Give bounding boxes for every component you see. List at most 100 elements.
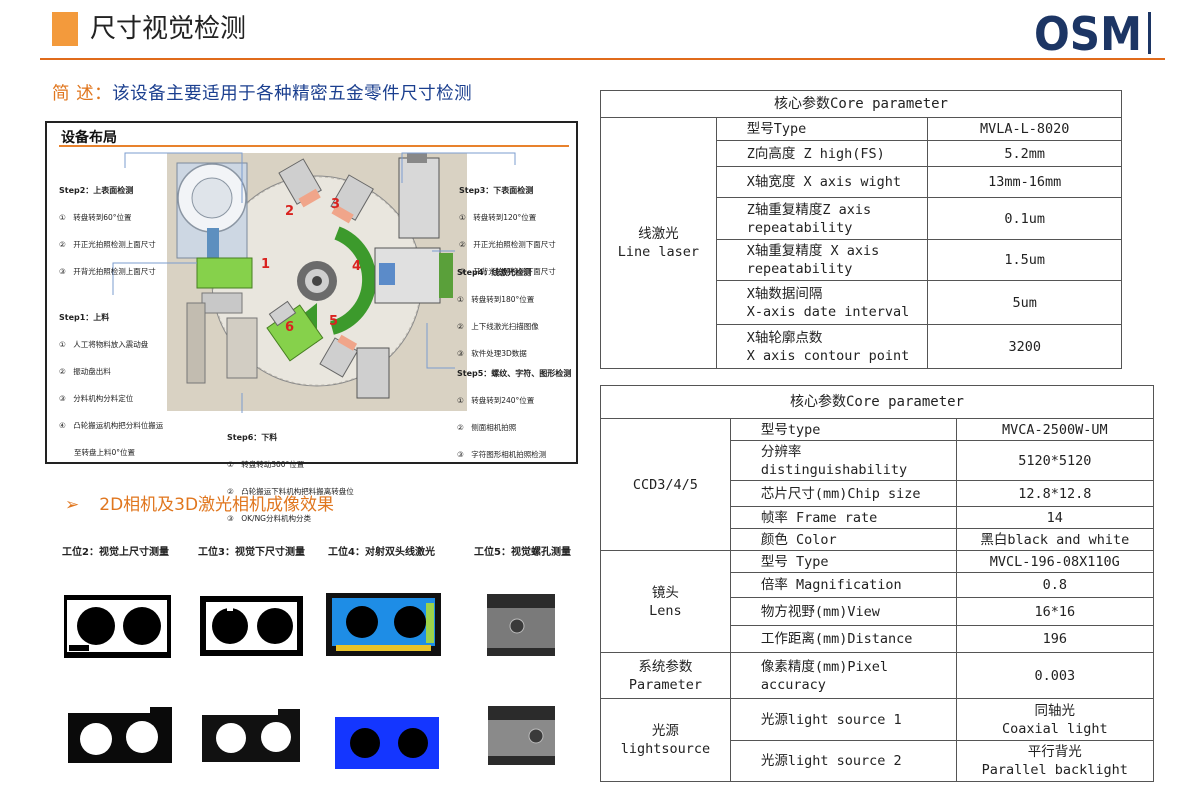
param-value-line: 5.2mm (1004, 145, 1046, 162)
machine-layout-drawing: 1 2 3 4 5 6 (167, 153, 467, 411)
param-name: Z轴重复精度Z axis repeatability (715, 197, 929, 240)
step5-text: Step5：螺纹、字符、图形检测 ① 转盘转到240°位置 ② 侧面相机拍照 ③… (457, 351, 571, 477)
param-value-line: 1.5um (1004, 252, 1046, 268)
step1-text: Step1：上料 ① 人工将物料放入震动盘 ② 振动盘出料 ③ 分料机构分料定位… (59, 295, 163, 475)
table-row: 线激光 Line laser 型号Type MVLA-L-8020 (600, 117, 1122, 369)
station5-bottom-image (488, 706, 555, 765)
param-value-line: MVCL-196-08X110G (989, 553, 1120, 570)
param-value: 1.5um (927, 239, 1122, 281)
param-name-line: 像素精度(mm)Pixel (760, 658, 888, 675)
param-name-line: X轴数据间隔 (746, 285, 823, 302)
param-name: Z向高度 Z high(FS) (715, 140, 929, 167)
param-value: MVLA-L-8020 (927, 117, 1122, 141)
table-row: 镜头 Lens 型号 Type MVCL-196-08X110G (600, 550, 1155, 653)
param-value-line: 黑白black and white (980, 531, 1130, 548)
param-value-line: 0.8 (1042, 577, 1067, 593)
param-name-line: 倍率 Magnification (760, 577, 902, 593)
step3-title: Step3：下表面检测 (459, 186, 534, 195)
step5-title: Step5：螺纹、字符、图形检测 (457, 369, 572, 378)
step4-line: ① 转盘转到180°位置 (457, 295, 535, 304)
station4-label: 工位4：对射双头线激光 (328, 547, 435, 558)
group-label-line: 线激光 (638, 226, 679, 242)
step1-line: ④ 凸轮搬运机构把分料位搬运 (59, 421, 164, 430)
param-value: 3200 (927, 324, 1122, 369)
station2-top-image (64, 595, 171, 658)
param-value-line: 5um (1012, 294, 1037, 311)
station-number-6: 6 (285, 320, 294, 335)
param-name-line: 型号Type (746, 121, 807, 137)
param-value: 12.8*12.8 (955, 480, 1155, 507)
station-number-3: 3 (331, 197, 340, 212)
bullet-arrow-icon: ➢ (65, 495, 80, 515)
step4-text: Step4：线激光检测 ① 转盘转到180°位置 ② 上下线激光扫描图像 ③ 软… (457, 250, 539, 376)
step3-line: ② 开正光拍照检测下面尺寸 (459, 240, 556, 249)
param-name-line: X axis contour point (746, 347, 910, 364)
param-name: 芯片尺寸(mm)Chip size (729, 480, 957, 507)
param-value-line: 16*16 (1034, 603, 1076, 620)
step5-line: ③ 字符图形相机拍照检测 (457, 450, 547, 459)
param-name-line: 帧率 Frame rate (760, 509, 878, 526)
param-name: 型号Type (715, 117, 929, 141)
param-value: 黑白black and white (955, 528, 1155, 551)
param-name-line: X-axis date interval (746, 303, 910, 320)
step5-line: ① 转盘转到240°位置 (457, 396, 535, 405)
step1-line: ① 人工将物料放入震动盘 (59, 340, 149, 349)
table-header-row: 核心参数Core parameter (600, 90, 1122, 118)
step1-title: Step1：上料 (59, 313, 110, 322)
table-row: X轴宽度 X axis wight 13mm-16mm (601, 166, 1122, 198)
param-value-line: 平行背光 (1027, 744, 1082, 760)
group-label-line: 光源 (651, 723, 679, 739)
group-label-line: 系统参数 (638, 658, 693, 675)
param-name-line: 芯片尺寸(mm)Chip size (760, 485, 921, 502)
station-number-2: 2 (285, 204, 294, 219)
param-name: 型号 Type (729, 550, 957, 573)
param-name-line: 型号 Type (760, 553, 829, 570)
step2-line: ① 转盘转到60°位置 (59, 213, 132, 222)
param-name-line: repeatability (746, 261, 853, 277)
station3-label: 工位3：视觉下尺寸测量 (198, 547, 305, 558)
param-name-line: 物方视野(mm)View (760, 603, 880, 620)
param-name: 物方视野(mm)View (729, 597, 957, 626)
group-label-line: Parameter (628, 676, 702, 693)
param-value-line: MVLA-L-8020 (980, 121, 1070, 137)
param-value: 13mm-16mm (927, 166, 1122, 198)
step3-text: Step3：下表面检测 ① 转盘转到120°位置 ② 开正光拍照检测下面尺寸 ③… (459, 168, 556, 294)
header-divider (40, 58, 1165, 60)
summary: 简 述：该设备主要适用于各种精密五金零件尺寸检测 (52, 80, 472, 105)
param-name-line: 分辨率 (760, 443, 802, 460)
station3-bottom-image (198, 707, 303, 769)
ccd-group-cell: CCD3/4/5 (600, 418, 731, 551)
step4-line: ③ 软件处理3D数据 (457, 349, 527, 358)
group-label-line: CCD3/4/5 (632, 476, 698, 493)
param-name: 帧率 Frame rate (729, 506, 957, 529)
group-label-line: Line laser (617, 244, 700, 260)
table-header-row: 核心参数Core parameter (600, 385, 1154, 419)
step1-line: 至转盘上料0°位置 (59, 448, 136, 457)
param-value-line: 14 (1046, 509, 1063, 526)
layout-figure-title: 设备布局 (61, 130, 117, 146)
param-value: 5.2mm (927, 140, 1122, 167)
param-name: 型号type (729, 418, 957, 441)
table-row: 颜色 Color 黑白black and white (601, 528, 1155, 551)
station-number-1: 1 (261, 257, 270, 272)
table-row: 系统参数 Parameter 像素精度(mm)Pixel accuracy 0.… (600, 652, 1155, 699)
table-row: X轴轮廓点数 X axis contour point 3200 (601, 324, 1122, 369)
param-name-line: repeatability (746, 219, 853, 236)
param-value: 5um (927, 280, 1122, 325)
title-accent-square (52, 12, 78, 46)
param-value: 0.003 (955, 652, 1155, 699)
param-name-line: Z轴重复精度Z axis (746, 201, 872, 218)
param-name-line: X轴重复精度 X axis (746, 243, 880, 259)
line-laser-group-cell: 线激光 Line laser (600, 117, 717, 369)
param-name: X轴重复精度 X axis repeatability (715, 239, 929, 281)
param-name: 分辨率 distinguishability (729, 440, 957, 481)
param-value-line: 0.003 (1034, 667, 1076, 684)
step6-line: ② 凸轮搬运下料机构把料搬离转盘位 (227, 487, 354, 496)
step6-line: ③ OK/NG分料机构分类 (227, 514, 311, 523)
table2-header: 核心参数Core parameter (600, 385, 1154, 419)
param-name-line: 颜色 Color (760, 531, 837, 548)
table-row: 物方视野(mm)View 16*16 (601, 597, 1155, 626)
param-name-line: Z向高度 Z high(FS) (746, 145, 885, 162)
param-name: 像素精度(mm)Pixel accuracy (729, 652, 957, 699)
param-name-line: 光源light source 1 (760, 711, 902, 728)
